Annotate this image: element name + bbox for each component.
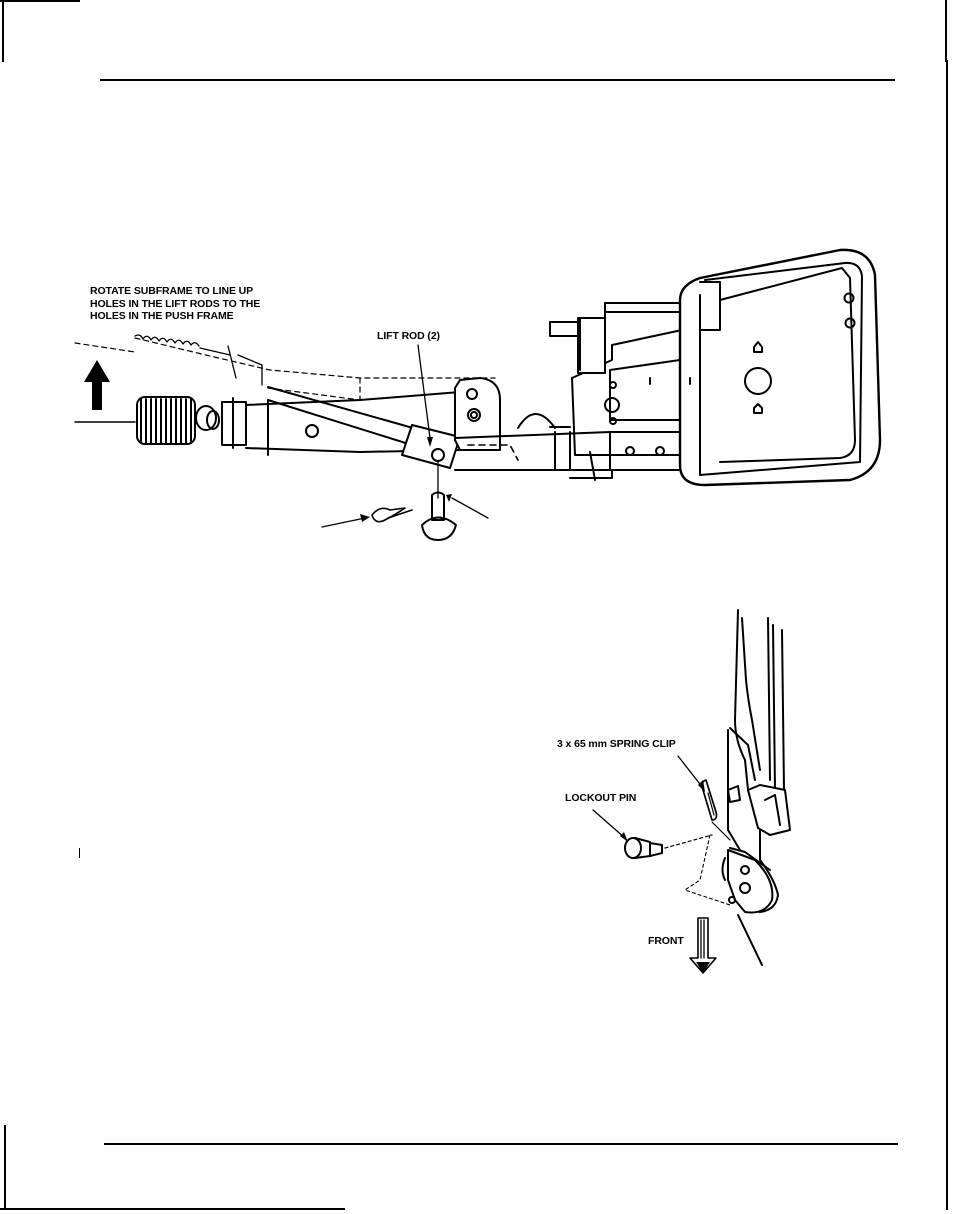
rotate-subframe-instruction: ROTATE SUBFRAME TO LINE UP HOLES IN THE …	[90, 285, 260, 323]
spring-coil	[136, 396, 196, 445]
spring-clip-label: 3 x 65 mm SPRING CLIP	[557, 738, 676, 750]
lockout-pin-label: LOCKOUT PIN	[565, 792, 637, 804]
page-bottom-edge	[0, 1208, 345, 1210]
page-corner-mark-right	[945, 0, 947, 62]
page-edge-left-bottom	[4, 1125, 6, 1210]
page-corner-mark-left	[2, 0, 4, 62]
instruction-line-1: ROTATE SUBFRAME TO LINE UP	[90, 285, 254, 297]
header-rule	[100, 79, 895, 81]
front-arrow-icon	[689, 917, 717, 974]
lift-rod-drawing	[74, 248, 882, 541]
page-corner-mark-top-left	[0, 0, 80, 2]
instruction-line-2: HOLES IN THE LIFT RODS TO THE	[90, 297, 261, 310]
up-arrow-icon	[84, 360, 110, 410]
page-edge-right	[946, 60, 948, 1210]
instruction-line-3: HOLES IN THE PUSH FRAME	[90, 310, 234, 322]
front-label: FRONT	[648, 935, 684, 947]
margin-tick	[79, 848, 81, 858]
lift-rod-label: LIFT ROD (2)	[377, 330, 440, 342]
footer-rule	[104, 1143, 898, 1145]
